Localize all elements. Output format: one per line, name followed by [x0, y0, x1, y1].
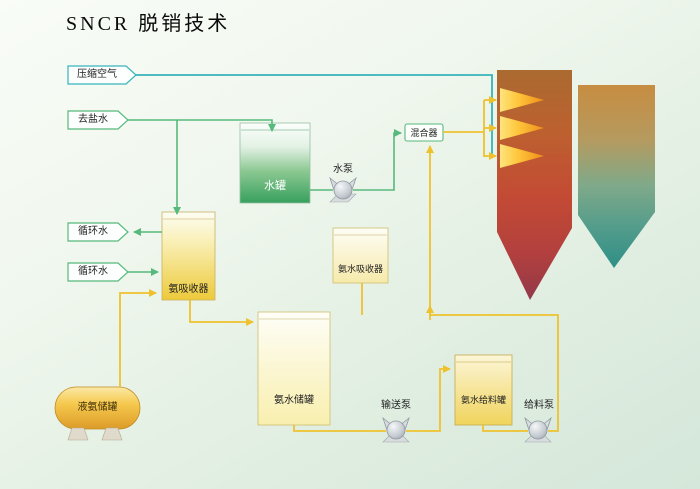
liquid-ammonia-tank-body	[54, 386, 141, 430]
tank-leg	[67, 427, 89, 441]
flame-icon	[500, 88, 544, 112]
transfer-pump-icon	[382, 416, 410, 443]
water-tank-body	[239, 122, 311, 204]
pipe-liquid-ammonia-to-absorber	[119, 289, 157, 387]
flame-icon	[500, 116, 544, 140]
flame-icon	[500, 144, 544, 168]
pipe-desalinated-to-water-tank	[128, 119, 276, 132]
mixer-box	[404, 123, 444, 142]
pipe-pump-to-mixer	[353, 129, 402, 191]
stream-tags	[67, 65, 137, 282]
pipe-storage-to-transfer-pump	[293, 425, 386, 432]
tag-compressed-air	[67, 65, 137, 85]
feed-pump-icon	[524, 416, 552, 443]
ammonia-absorber-body	[161, 211, 216, 301]
ammonia-water-absorber-body	[332, 227, 389, 284]
pipe-absorber-to-storage	[189, 300, 254, 326]
pipes	[119, 74, 559, 432]
backpass-body	[578, 85, 655, 268]
ammonia-water-tank-body	[257, 311, 331, 426]
tank-leg	[101, 427, 123, 441]
ammonia-feed-tank-body	[454, 354, 513, 426]
water-pump-icon	[329, 176, 357, 203]
tag-circulating-water-2	[67, 262, 129, 282]
pipe-transfer-pump-to-feed-tank	[406, 365, 451, 432]
pumps	[329, 176, 552, 443]
pipe-feed-tank-to-feed-pump	[482, 425, 528, 432]
tag-desalinated-water	[67, 110, 129, 130]
pipe-compressed-air	[136, 74, 493, 156]
boiler	[497, 70, 655, 300]
tanks	[54, 122, 513, 441]
tag-circulating-water-1	[67, 222, 129, 242]
pipe-feed-pump-to-mixer	[426, 145, 559, 432]
